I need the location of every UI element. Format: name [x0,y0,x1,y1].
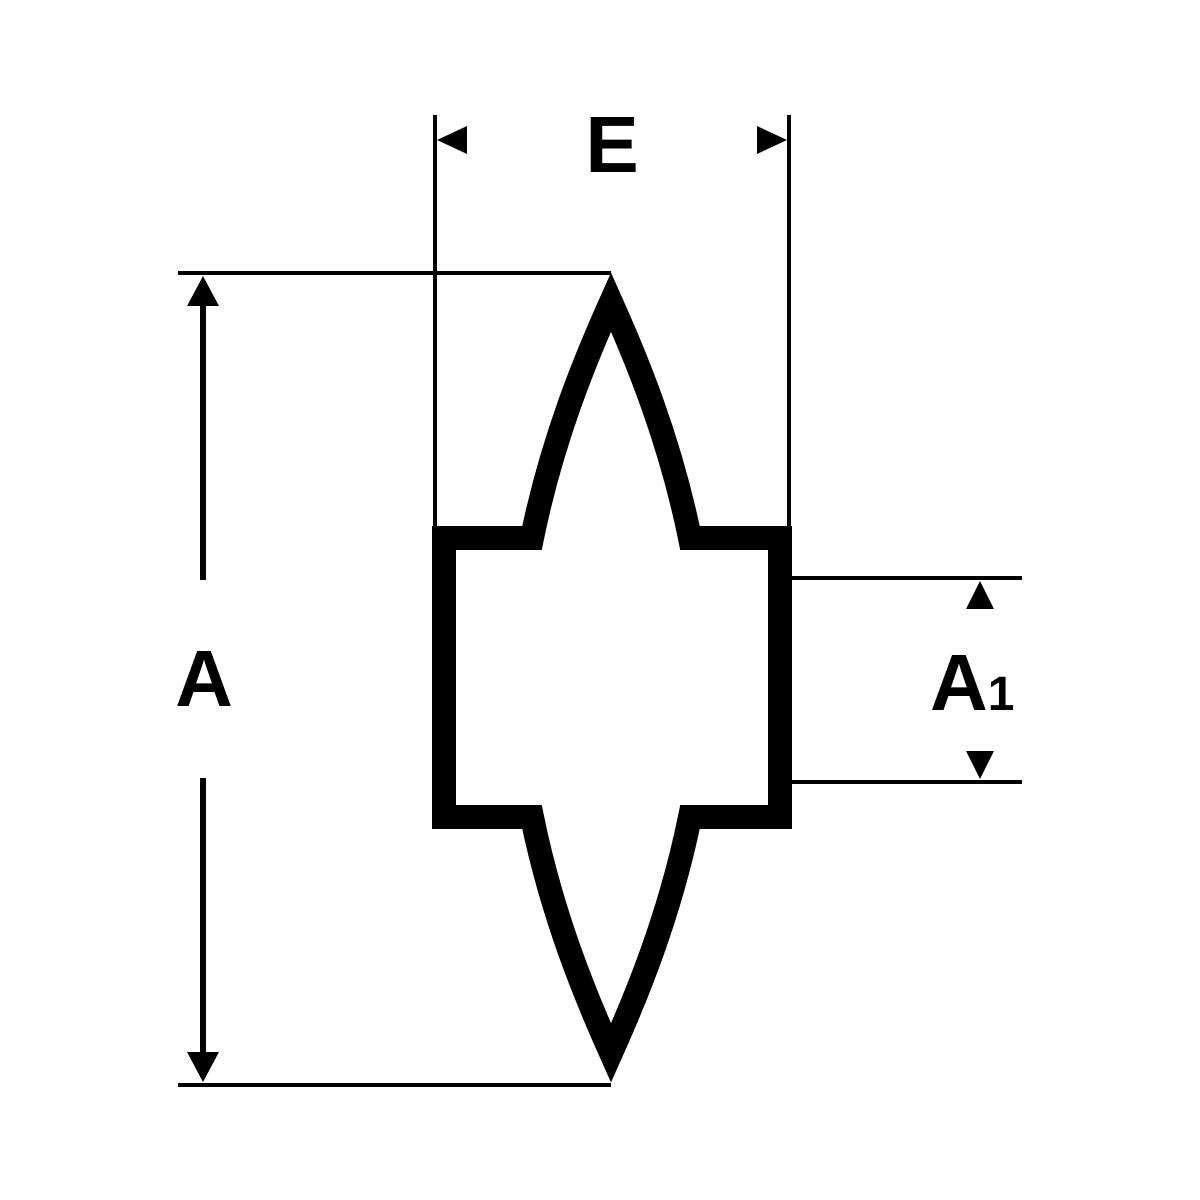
a-arrow-bottom [187,1052,219,1082]
e-arrow-left [437,126,467,154]
a1-label-main: A [930,638,988,727]
a1-label: A1 [930,638,1014,727]
a1-label-subscript: 1 [988,668,1015,721]
profile-outline [432,272,792,1083]
a1-arrow-top [966,581,994,609]
e-label: E [585,100,638,189]
a-arrow-top [187,276,219,306]
e-arrow-right [757,126,787,154]
a-label: A [175,634,233,723]
a1-arrow-bottom [966,751,994,779]
